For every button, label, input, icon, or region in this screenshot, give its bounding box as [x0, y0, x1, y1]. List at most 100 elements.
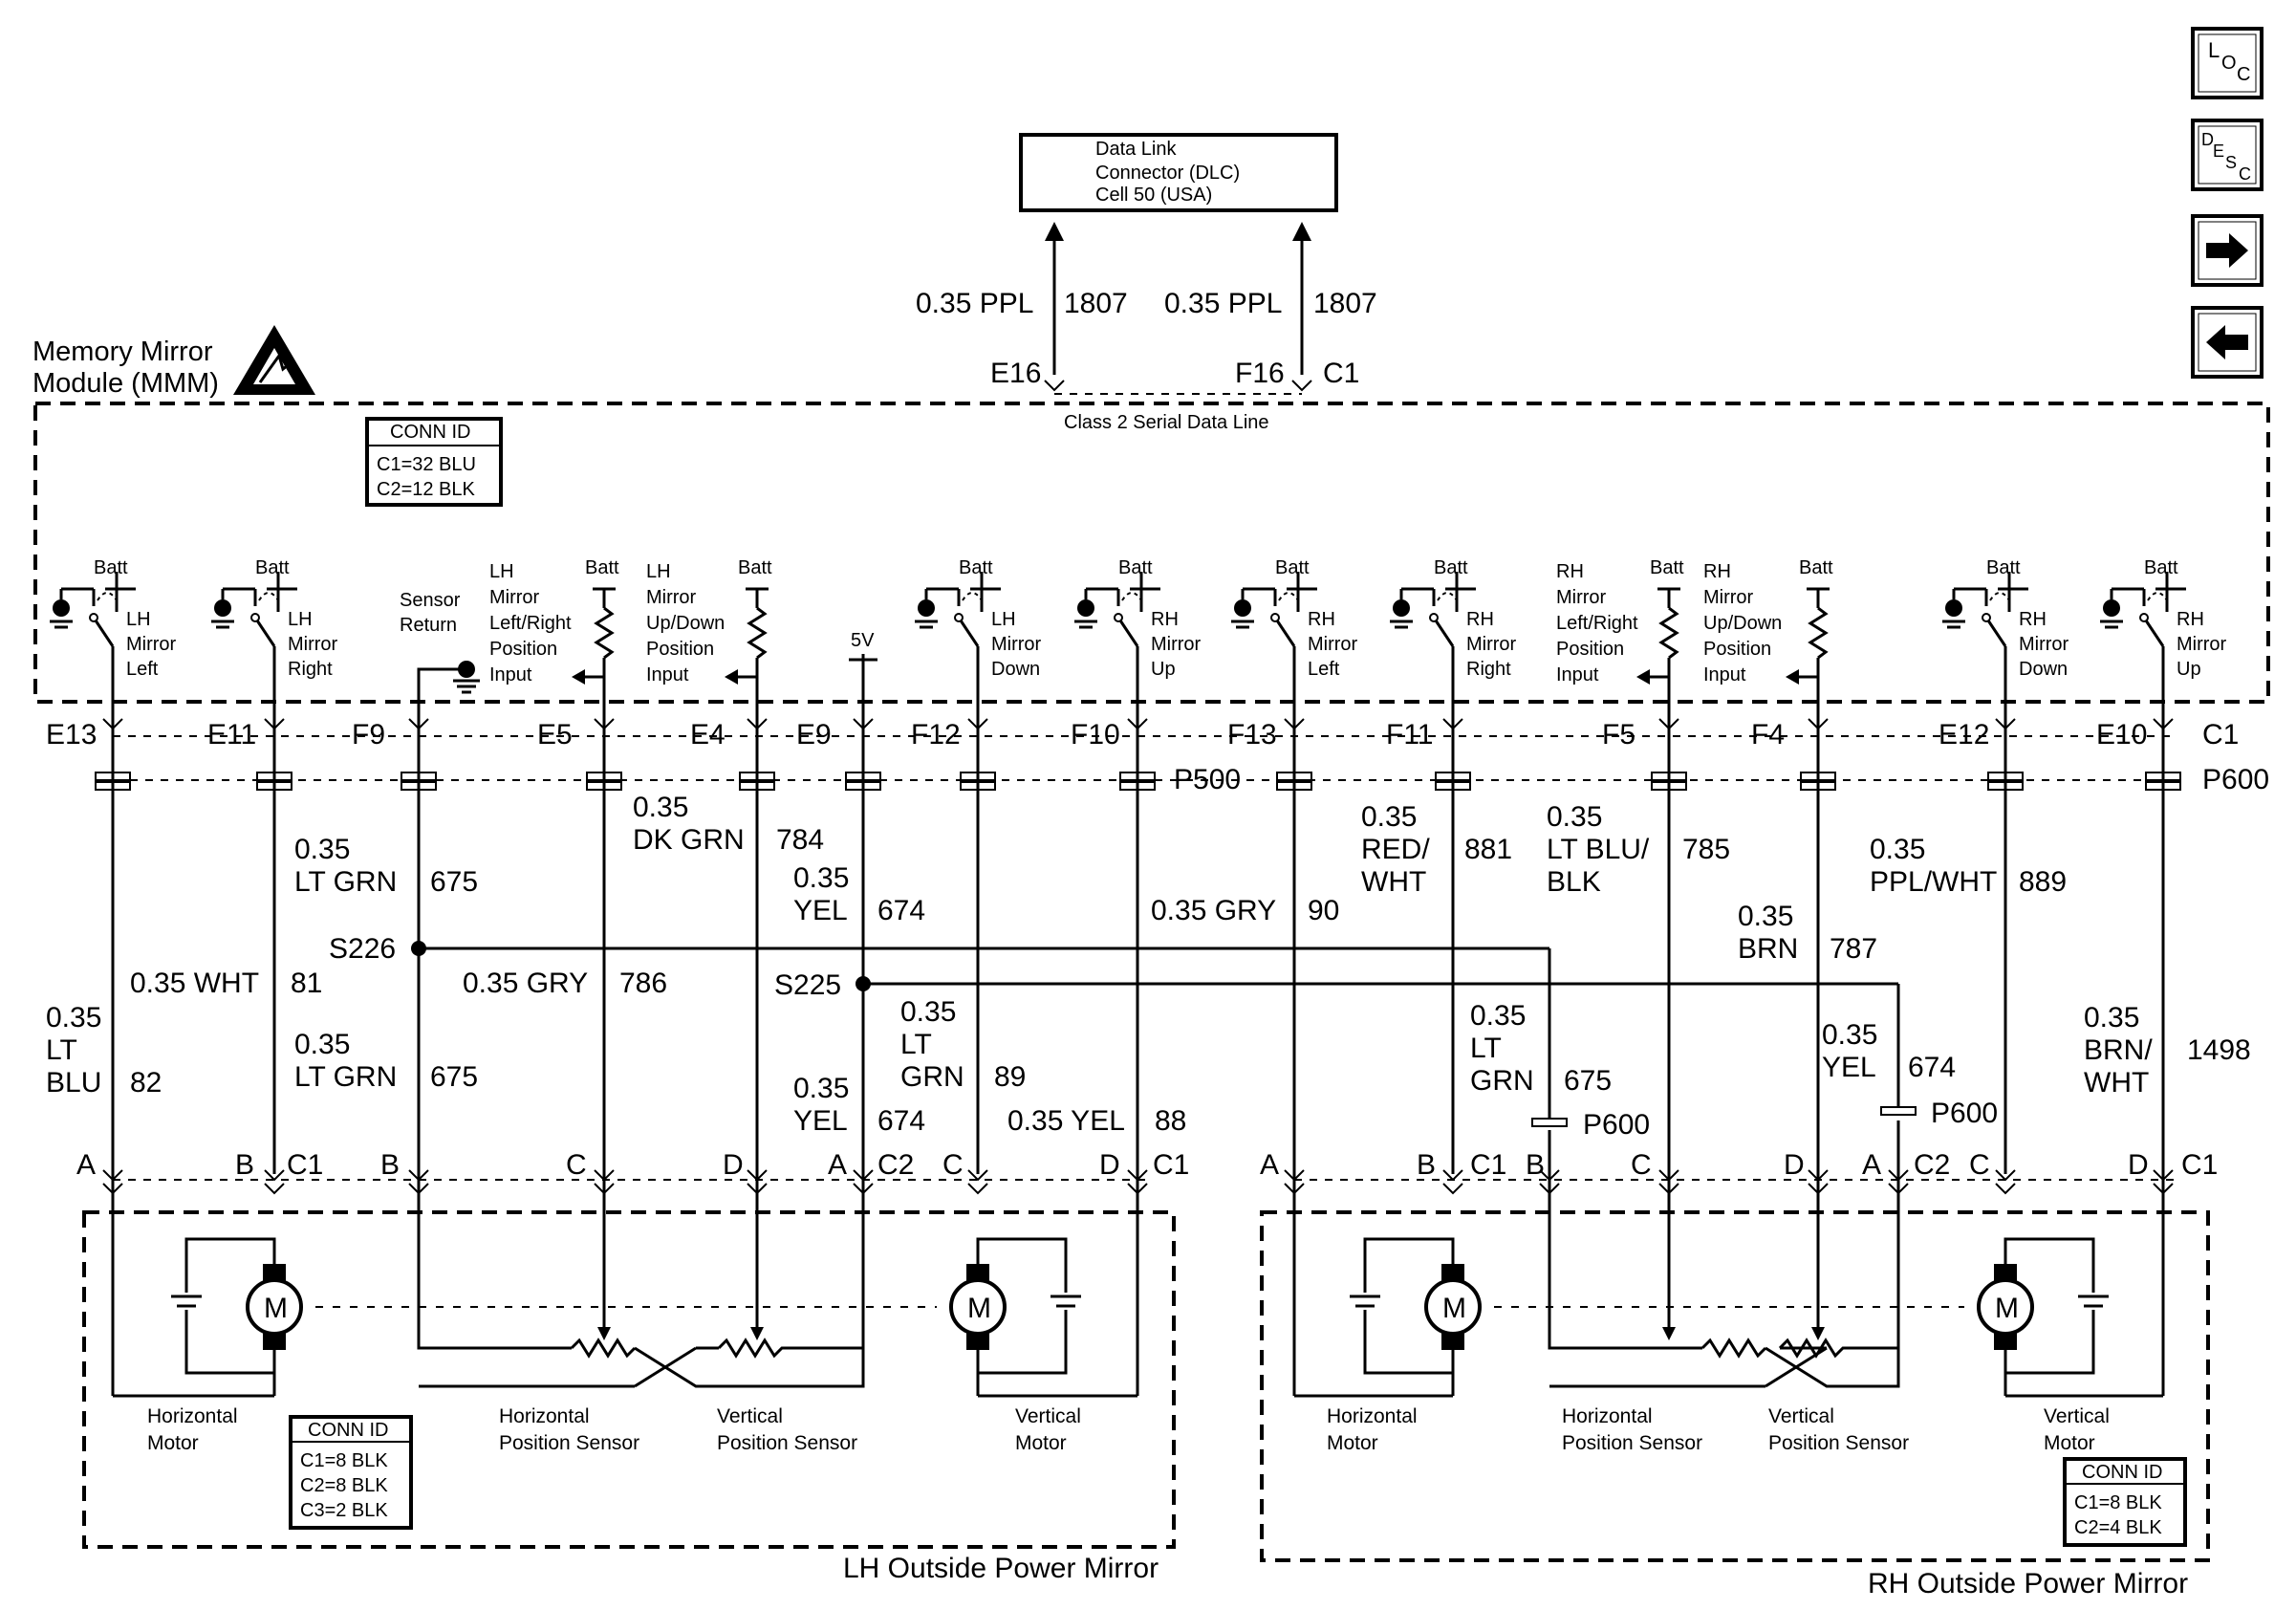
wire-e12-gauge: 0.35: [1870, 834, 1925, 865]
p500-label: P500: [1174, 764, 1241, 795]
p600-label-rh-a: P600: [1931, 1098, 1998, 1129]
wire-rh-a-circuit: 674: [1908, 1052, 1956, 1083]
module-pin-f12: F12: [911, 718, 996, 791]
switch-lh-mirror-left-label-2: Mirror: [126, 634, 177, 655]
dlc-left-wire-label: 0.35 PPL: [916, 288, 1033, 319]
switch-rh-mirror-down-label-1: RH: [2019, 609, 2047, 630]
motor-symbol: M: [264, 1293, 288, 1324]
lh-mirror-pin: [264, 1169, 285, 1195]
wire-f11-gauge: 0.35: [1361, 801, 1417, 833]
wire-f11-circuit: 881: [1464, 834, 1512, 865]
wire-e10-color1: BRN/: [2084, 1034, 2153, 1066]
dlc-right-wire-label: 0.35 PPL: [1164, 288, 1282, 319]
pin-label-e10: E10: [2096, 719, 2147, 751]
rh-horiz-motor-label1: Horizontal: [1327, 1405, 1418, 1427]
splice-s226-label: S226: [329, 933, 396, 965]
lh-up-down-position-input-label-1: LH: [646, 561, 671, 582]
module-pin-e11: E11: [207, 718, 292, 791]
batt-label: Batt: [585, 557, 619, 578]
wire-lh-b-color: LT GRN: [294, 1061, 397, 1093]
wire-f11-color1: RED/: [1361, 834, 1430, 865]
switch-lh-mirror-right-label-3: Right: [288, 659, 333, 680]
dlc-line2: Connector (DLC): [1095, 163, 1240, 184]
wire-e12-circuit: 889: [2019, 866, 2067, 898]
wire-rh-a-color: YEL: [1822, 1052, 1876, 1083]
wire-e9-gauge: 0.35: [793, 862, 849, 894]
lh-vert-motor-label1: Vertical: [1015, 1405, 1081, 1427]
pin-f16: F16: [1235, 358, 1285, 389]
right-arrow-icon: [2206, 233, 2248, 268]
lh-horiz-sensor-label2: Position Sensor: [499, 1432, 639, 1454]
pin-label-e11: E11: [207, 719, 256, 751]
desc-button[interactable]: D E S C: [2191, 119, 2264, 191]
lh-horiz-motor-label2: Motor: [147, 1432, 199, 1454]
switch-rh-mirror-right-label-1: RH: [1466, 609, 1494, 630]
dlc-line3: Cell 50 (USA): [1095, 185, 1212, 206]
serial-data-line-label: Class 2 Serial Data Line: [1064, 412, 1269, 433]
next-page-button[interactable]: [2191, 214, 2264, 287]
lh-conn-id-title: CONN ID: [308, 1420, 388, 1441]
pin-label-e12: E12: [1939, 719, 1989, 751]
batt-label: Batt: [1650, 557, 1684, 578]
wire-e9-circuit: 674: [877, 895, 925, 926]
wire-e11-gauge: 0.35: [294, 834, 350, 865]
switch-rh-mirror-left-label-3: Left: [1308, 659, 1340, 680]
ground-icon: [453, 661, 480, 694]
lh-left-right-position-input-label-4: Position: [489, 639, 557, 660]
wire-f11-color2: WHT: [1361, 866, 1426, 898]
wire-f5-gauge: 0.35: [1547, 801, 1602, 833]
pin-label-e5: E5: [537, 719, 573, 751]
wire-e4-circuit: 784: [776, 824, 824, 856]
rh-vert-sensor-label1: Vertical: [1768, 1405, 1834, 1427]
desc-letter-e: E: [2213, 141, 2224, 161]
rh-horiz-sensor-label2: Position Sensor: [1562, 1432, 1702, 1454]
motor-symbol: M: [967, 1293, 991, 1324]
splice-s225-label: S225: [774, 969, 841, 1001]
switch-rh-mirror-up-label-1: RH: [1151, 609, 1179, 630]
pin-label-e4: E4: [690, 719, 726, 751]
lh-horiz-sensor-label1: Horizontal: [499, 1405, 590, 1427]
rh-position-sensors: [1548, 1174, 1900, 1388]
wire-lh-b-gauge: 0.35: [294, 1029, 350, 1060]
desc-letter-s: S: [2225, 153, 2237, 172]
wire-e4-color: DK GRN: [633, 824, 745, 856]
desc-letter-c: C: [2239, 164, 2251, 184]
rh-left-right-position-input-label-3: Left/Right: [1556, 613, 1638, 634]
five-volt-label: 5V: [851, 630, 875, 651]
rh-up-down-position-input-label-5: Input: [1703, 664, 1746, 685]
switch-lh-mirror-right-label-1: LH: [288, 609, 313, 630]
desc-letter-d: D: [2201, 130, 2214, 149]
switch-lh-mirror-down-label-1: LH: [991, 609, 1016, 630]
prev-page-button[interactable]: [2191, 306, 2264, 379]
rh-horizontal-motor: M: [1350, 1237, 1482, 1375]
lh-mirror-title: LH Outside Power Mirror: [843, 1553, 1159, 1584]
lh-horiz-motor-label1: Horizontal: [147, 1405, 238, 1427]
lh-up-down-position-input-label-2: Mirror: [646, 587, 697, 608]
rh-vert-motor-label2: Motor: [2044, 1432, 2095, 1454]
loc-letter-c: C: [2237, 64, 2250, 85]
switch-lh-mirror-right-label-2: Mirror: [288, 634, 338, 655]
wire-f12-color2: GRN: [900, 1061, 964, 1093]
motor-symbol: M: [1442, 1293, 1466, 1324]
ground-icon: [1393, 599, 1410, 617]
wire-e13-wht-color: 0.35 WHT: [130, 968, 259, 999]
switch-lh-mirror-down-label-2: Mirror: [991, 634, 1042, 655]
wire-f13-circuit: 90: [1308, 895, 1339, 926]
rh-mirror-pin-label: D: [2128, 1149, 2149, 1181]
ground-icon: [1234, 599, 1251, 617]
wire-e5-color: 0.35 GRY: [463, 968, 588, 999]
rh-conn-id-table: CONN ID C1=8 BLK C2=4 BLK: [2063, 1457, 2187, 1547]
loc-button[interactable]: L O C: [2191, 27, 2264, 99]
module-pin-e5: E5: [537, 718, 622, 791]
p600-label-top: P600: [2202, 764, 2269, 795]
lh-horizontal-motor: M: [171, 1237, 303, 1375]
pin-label-f10: F10: [1071, 719, 1120, 751]
lh-mirror-pin-label: C2: [877, 1149, 914, 1181]
